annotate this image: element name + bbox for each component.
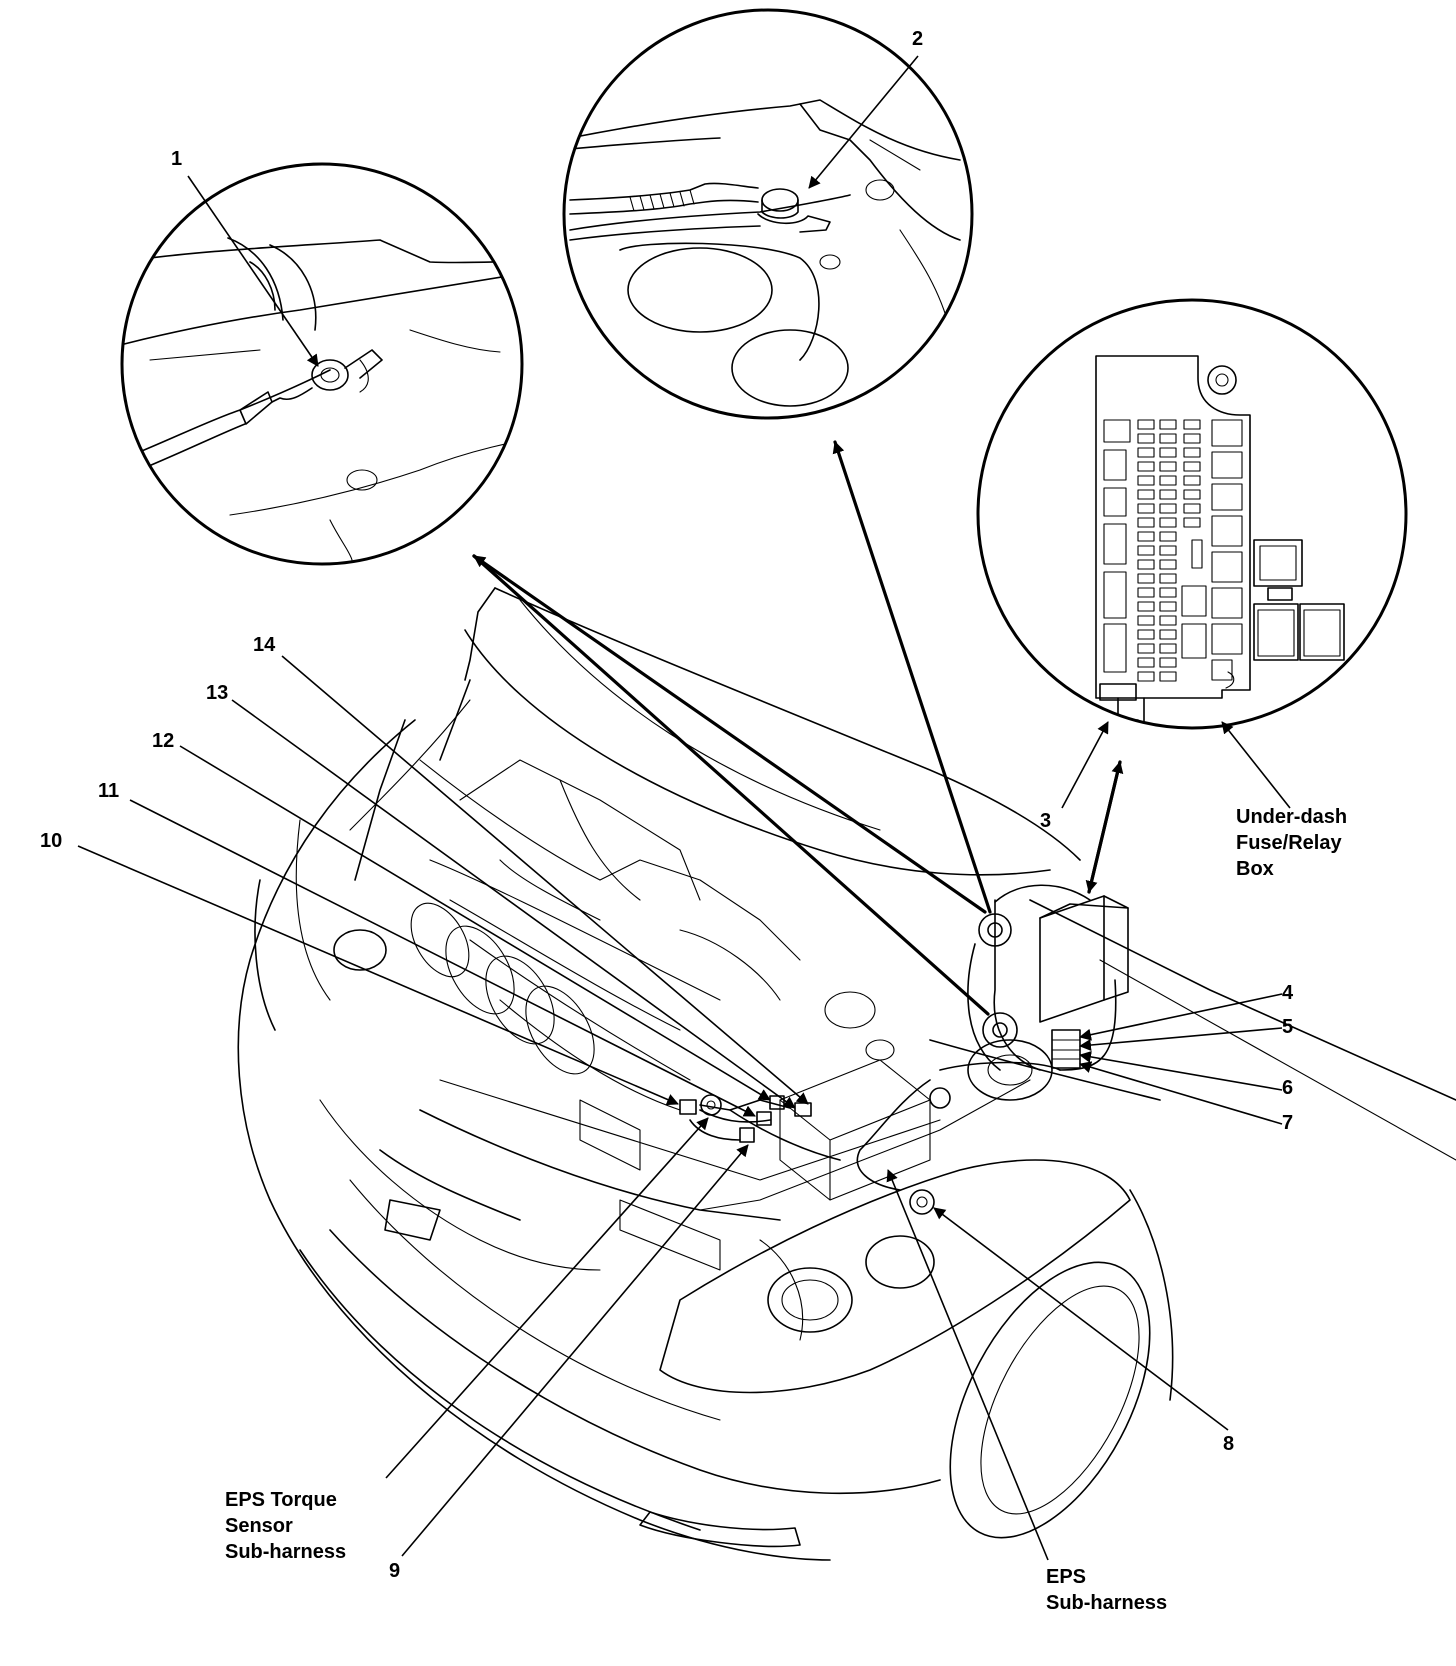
eps-subharness-line-2: Sub-harness bbox=[1046, 1592, 1168, 1614]
detail-view-1 bbox=[120, 162, 524, 566]
callout-10: 10 bbox=[40, 830, 63, 852]
fuse-relay-box-line-2: Fuse/Relay bbox=[1236, 832, 1342, 854]
callout-9: 9 bbox=[389, 1560, 401, 1582]
ground-terminal-2-location bbox=[978, 913, 1012, 947]
fuse-relay-box-label: Under-dash Fuse/Relay Box bbox=[1236, 804, 1347, 882]
ground-terminal-1-location bbox=[982, 1012, 1018, 1048]
eps-subharness-line-1: EPS bbox=[1046, 1566, 1087, 1588]
callout-1: 1 bbox=[171, 148, 183, 170]
callout-8: 8 bbox=[1223, 1433, 1235, 1455]
callout-5: 5 bbox=[1282, 1016, 1294, 1038]
fuse-relay-box-line-1: Under-dash bbox=[1236, 806, 1348, 828]
callout-leaders bbox=[77, 55, 1291, 1561]
eps-torque-sensor-line-3: Sub-harness bbox=[225, 1541, 347, 1563]
eps-torque-sensor-line-1: EPS Torque bbox=[225, 1489, 337, 1511]
callout-14: 14 bbox=[253, 634, 276, 656]
callout-13: 13 bbox=[206, 682, 229, 704]
callout-2: 2 bbox=[912, 28, 924, 50]
car-fusebox bbox=[1039, 895, 1129, 1023]
eps-torque-sensor-label: EPS Torque Sensor Sub-harness bbox=[225, 1487, 346, 1565]
fuse-relay-box-line-3: Box bbox=[1236, 858, 1274, 880]
arrow-to-detail-2 bbox=[832, 440, 992, 914]
callout-4: 4 bbox=[1282, 982, 1294, 1004]
car-outline bbox=[237, 587, 1456, 1561]
callout-6: 6 bbox=[1282, 1077, 1294, 1099]
arrow-to-detail-1-stem bbox=[472, 554, 990, 1016]
engine-connectors bbox=[679, 1087, 951, 1215]
eps-subharness-label: EPS Sub-harness bbox=[1046, 1564, 1167, 1616]
callout-11: 11 bbox=[98, 780, 120, 802]
detail-view-2 bbox=[562, 8, 974, 420]
detail-view-3-fusebox bbox=[976, 298, 1408, 730]
connector-block-4-7 bbox=[1051, 1029, 1081, 1069]
eps-torque-sensor-line-2: Sensor bbox=[225, 1515, 293, 1537]
arrow-to-fusebox-up bbox=[1085, 760, 1122, 894]
callout-7: 7 bbox=[1282, 1112, 1294, 1134]
callout-3: 3 bbox=[1040, 810, 1052, 832]
arrow-to-detail-1 bbox=[472, 554, 987, 914]
callout-12: 12 bbox=[152, 730, 175, 752]
